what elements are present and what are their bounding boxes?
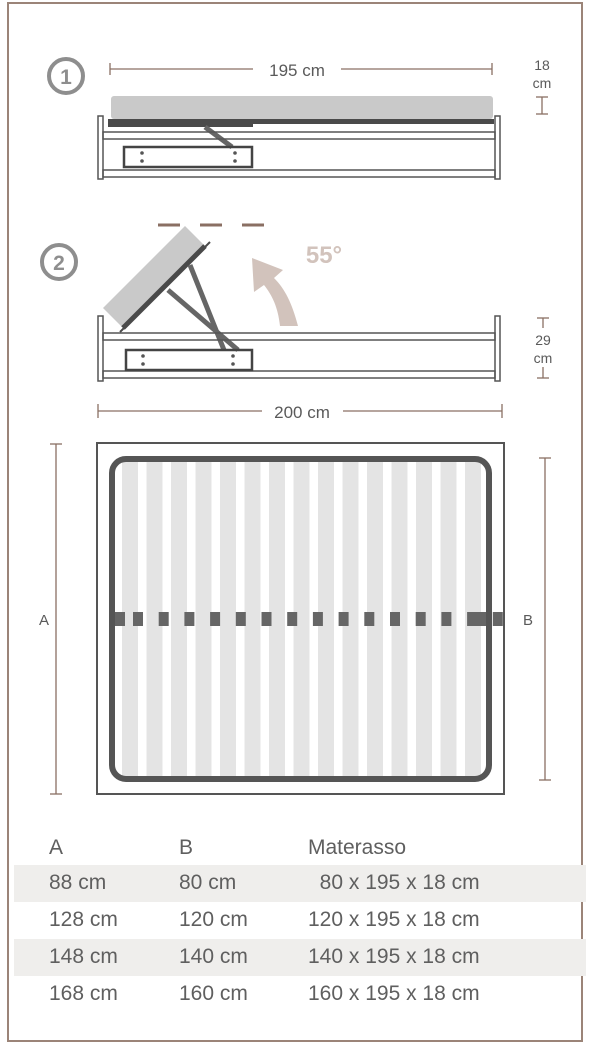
cell-b: 80 cm <box>179 871 237 894</box>
header-a: A <box>49 836 64 859</box>
cell-materasso: 80 x 195 x 18 cm <box>308 871 480 894</box>
support-block <box>476 612 488 626</box>
slat <box>146 462 163 776</box>
slat <box>269 462 285 776</box>
cell-a: 88 cm <box>49 871 107 894</box>
support-block <box>287 612 298 626</box>
center-support-bar <box>113 612 503 626</box>
height-value-18: 18 <box>534 57 550 73</box>
cell-b: 140 cm <box>179 945 248 968</box>
length-dimension-195: 195 cm <box>109 61 493 80</box>
cell-a: 148 cm <box>49 945 118 968</box>
slat <box>244 462 261 776</box>
height-unit-18: cm <box>533 75 552 91</box>
dimension-a: A <box>34 443 62 795</box>
support-block <box>415 612 426 626</box>
slat <box>318 462 334 776</box>
step-1-badge: 1 <box>47 57 85 95</box>
support-block <box>492 612 503 626</box>
mattress <box>111 96 493 119</box>
slat <box>293 462 310 776</box>
support-block <box>113 612 125 626</box>
support-block <box>441 612 452 626</box>
plan-view: A B <box>34 442 551 795</box>
rotation-arrow: 55° <box>252 242 342 326</box>
cell-materasso: 160 x 195 x 18 cm <box>308 982 480 1005</box>
support-block <box>235 612 246 626</box>
support-block <box>184 612 195 626</box>
closed-bed-drawing <box>97 96 501 180</box>
step-2-number: 2 <box>53 252 65 275</box>
length-label-200: 200 cm <box>274 403 330 422</box>
cell-materasso: 120 x 195 x 18 cm <box>308 908 480 931</box>
open-bed-drawing <box>97 226 501 382</box>
support-block <box>312 612 323 626</box>
height-value-29: 29 <box>535 332 551 348</box>
length-label-195: 195 cm <box>269 61 325 80</box>
slat <box>122 462 138 776</box>
slat <box>220 462 236 776</box>
label-a: A <box>39 612 49 629</box>
height-unit-29: cm <box>534 350 553 366</box>
header-b: B <box>179 836 194 859</box>
step-1-number: 1 <box>60 66 72 89</box>
slat <box>342 462 359 776</box>
slats <box>122 462 481 776</box>
table-row: 128 cm 120 cm 120 x 195 x 18 cm <box>14 902 586 939</box>
dimension-b: B <box>518 457 551 781</box>
support-block <box>364 612 375 626</box>
support-block <box>467 612 478 626</box>
slat <box>195 462 212 776</box>
length-dimension-200: 200 cm <box>97 403 503 422</box>
support-block <box>133 612 143 626</box>
cell-b: 160 cm <box>179 982 248 1005</box>
cell-materasso: 140 x 195 x 18 cm <box>308 945 480 968</box>
support-block <box>390 612 400 626</box>
cell-a: 128 cm <box>49 908 118 931</box>
support-block <box>338 612 349 626</box>
table-row: 148 cm 140 cm 140 x 195 x 18 cm <box>14 939 586 976</box>
table-row: 168 cm 160 cm 160 x 195 x 18 cm <box>14 976 586 1013</box>
height-dimension-29: 29 cm <box>534 317 553 379</box>
step-2-badge: 2 <box>40 243 78 281</box>
slat-frame <box>109 456 492 782</box>
support-block <box>210 612 221 626</box>
table-header: A B Materasso <box>14 828 586 865</box>
header-materasso: Materasso <box>308 836 407 859</box>
diagram-closed-bed: 1 195 cm 18 cm <box>47 57 552 180</box>
support-block <box>158 612 169 626</box>
diagram-open-bed: 2 55° 29 cm <box>40 223 553 422</box>
table-row: 88 cm 80 cm 80 x 195 x 18 cm <box>14 865 586 902</box>
support-block <box>261 612 272 626</box>
cell-b: 120 cm <box>179 908 248 931</box>
angle-label-55: 55° <box>306 242 342 269</box>
slat <box>171 462 187 776</box>
cell-a: 168 cm <box>49 982 118 1005</box>
height-dimension-18: 18 cm <box>533 57 552 115</box>
lifted-mattress <box>103 226 205 328</box>
dimensions-table: A B Materasso 88 cm 80 cm 80 x 195 x 18 … <box>14 828 586 1013</box>
slat <box>367 462 383 776</box>
label-b: B <box>523 612 533 629</box>
